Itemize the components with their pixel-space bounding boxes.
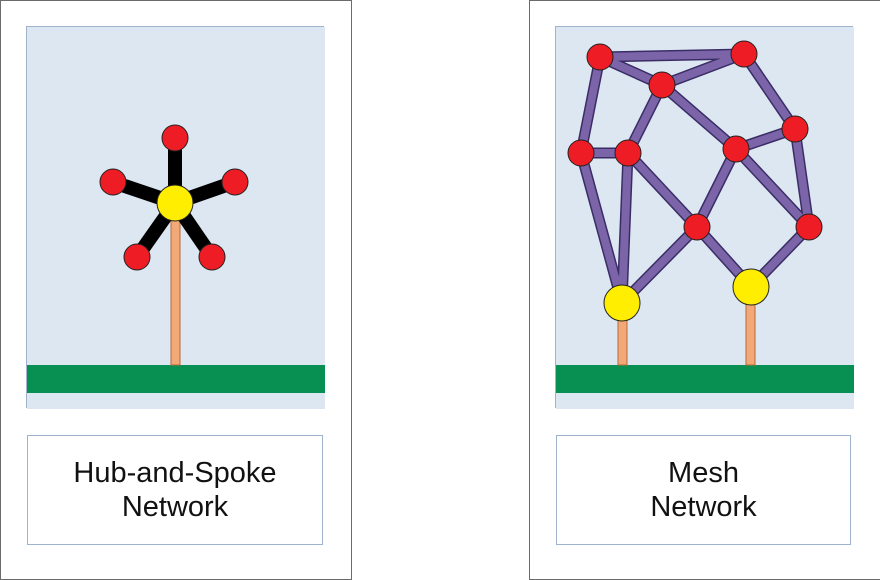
link [733,146,812,230]
link [618,152,632,304]
hub-and-spoke-illustration [26,26,325,409]
ground [556,365,854,393]
gateway-node-left [603,284,641,322]
caption-line-1: Hub-and-Spoke [73,457,277,489]
node-top [161,124,189,152]
link [625,150,700,230]
mesh-network-card: Mesh Network [529,0,880,580]
link [660,50,746,89]
mesh-node [795,213,823,241]
caption-line-2: Network [121,491,229,523]
hub-node [156,184,194,222]
mesh-node [722,135,750,163]
mesh-node [683,213,711,241]
hub-and-spoke-card: Hub-and-Spoke Network [0,0,352,580]
hub-and-spoke-caption: Hub-and-Spoke Network [27,435,323,545]
link [659,81,739,153]
link [693,147,740,229]
mesh-node [614,139,642,167]
mesh-network-illustration [555,26,854,409]
mesh-network-caption: Mesh Network [556,435,851,545]
link [791,128,813,228]
mesh-node [648,71,676,99]
link [599,50,745,61]
node-right [221,168,249,196]
caption-line-1: Mesh [668,457,739,489]
ground [27,365,325,393]
caption-line-2: Network [650,491,757,523]
gateway-node-right [732,268,770,306]
node-left [99,168,127,196]
node-bottom-right [198,243,226,271]
mesh-node [781,115,809,143]
link [740,51,799,132]
mesh-node [730,40,758,68]
pole [170,202,181,366]
mesh-node [586,43,614,71]
node-bottom-left [123,243,151,271]
link [577,151,626,305]
mesh-node [567,139,595,167]
link [577,56,604,154]
